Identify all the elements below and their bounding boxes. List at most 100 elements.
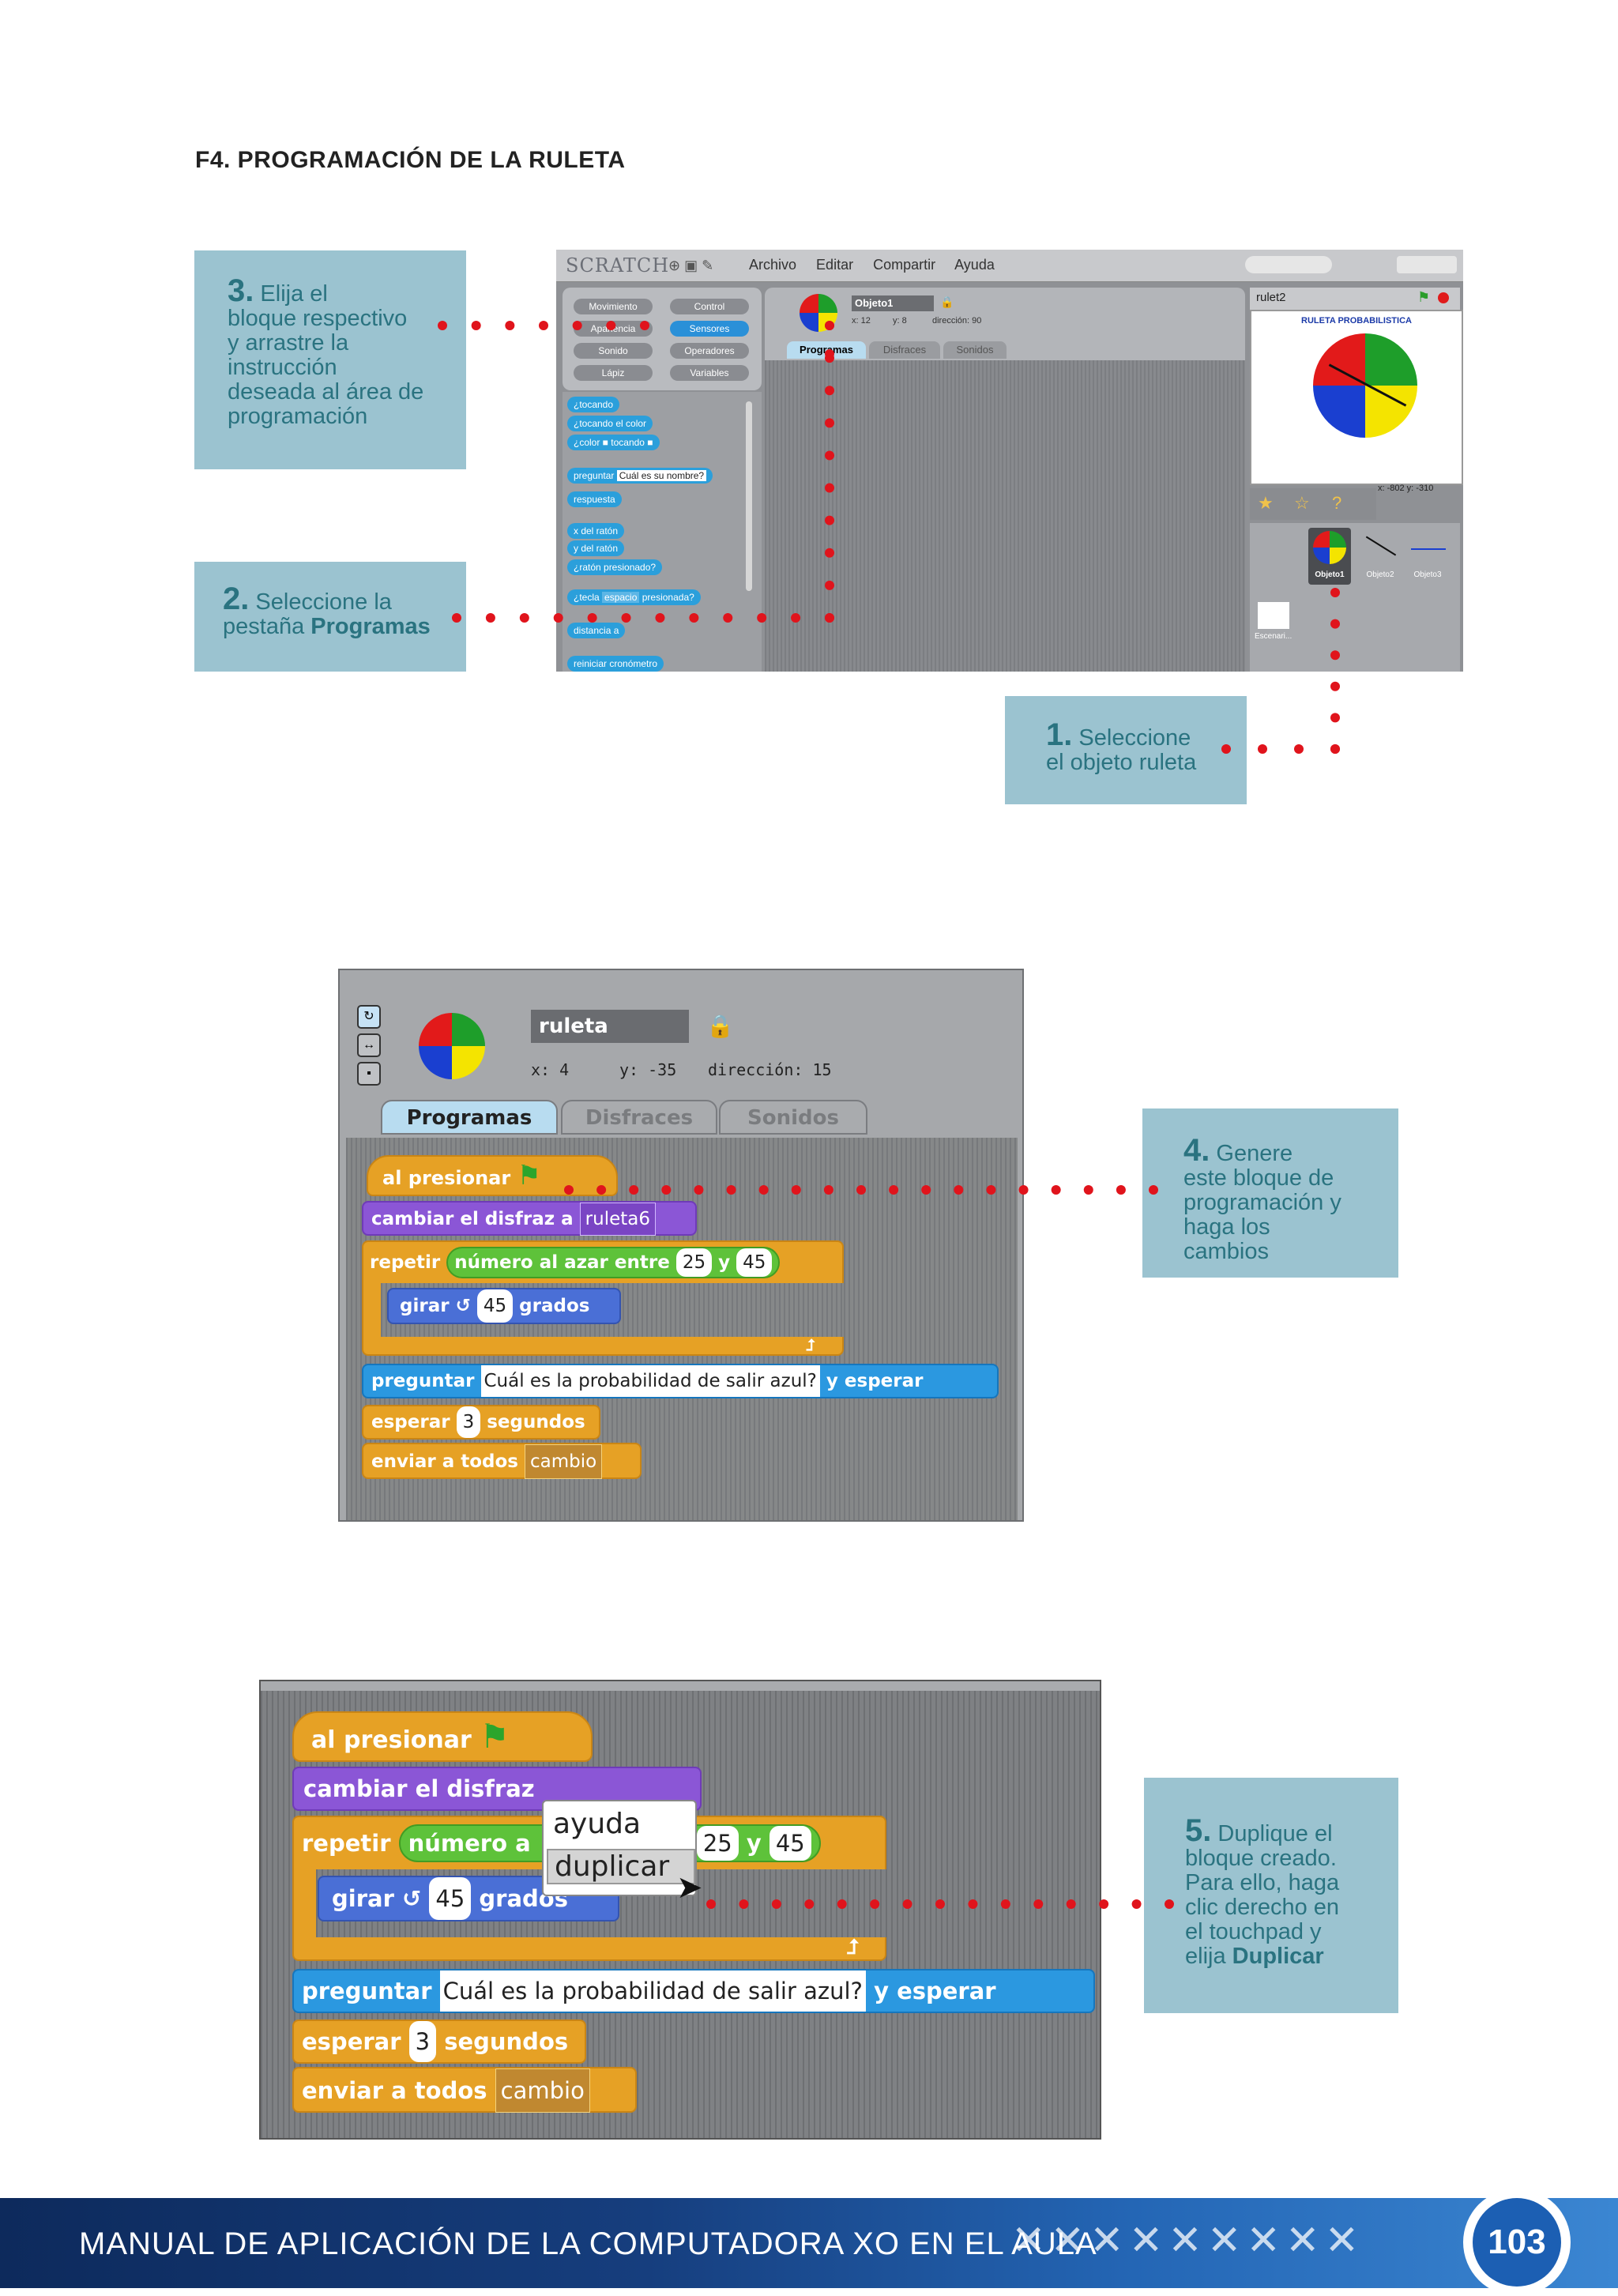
sprite-y: y: -35 <box>619 1060 677 1079</box>
menu-item-ayuda[interactable]: ayuda <box>553 1808 642 1840</box>
stage-project-name: rulet2 <box>1256 291 1286 304</box>
scripts-area[interactable] <box>765 360 1245 672</box>
stage[interactable]: RULETA PROBABILISTICA <box>1250 310 1463 485</box>
broadcast-dropdown[interactable]: cambio <box>495 2068 590 2113</box>
green-flag-icon: ⚑ <box>517 1160 542 1191</box>
category-sonido[interactable]: Sonido <box>574 343 653 359</box>
wait-seconds-input[interactable]: 3 <box>408 2021 437 2062</box>
view-mode-buttons[interactable] <box>1397 256 1457 273</box>
block-respuesta[interactable]: respuesta <box>567 491 622 507</box>
objeto2-label: Objeto2 <box>1366 570 1394 579</box>
costume-dropdown[interactable]: ruleta6 <box>579 1203 656 1236</box>
tab-sonidos[interactable]: Sonidos <box>943 341 1007 359</box>
no-rotate-icon[interactable]: ▪ <box>357 1062 381 1086</box>
wait-seconds-block[interactable]: esperar 3 segundos <box>292 2019 586 2064</box>
random-min[interactable]: 25 <box>675 1248 713 1277</box>
random-number-block[interactable]: número al azar entre 25 y 45 <box>446 1247 781 1278</box>
objeto1-thumbnail <box>1313 531 1346 564</box>
wait-seconds-block[interactable]: esperar 3 segundos <box>362 1405 600 1440</box>
broadcast-block[interactable]: enviar a todos cambio <box>362 1443 642 1479</box>
scripts-area[interactable]: al presionar ⚑ cambiar el disfraz a rule… <box>346 1138 1018 1520</box>
repeat-block[interactable]: repetir número al azar entre 25 y 45 gir… <box>362 1240 844 1356</box>
turn-degrees[interactable]: 45 <box>476 1289 514 1323</box>
rotate-icon[interactable]: ↻ <box>357 1005 381 1029</box>
callout-step-2: 2. Seleccione la pestaña Programas <box>194 562 466 672</box>
sprite-direction: dirección: 90 <box>932 316 982 326</box>
lock-icon[interactable]: 🔒 <box>706 1014 734 1038</box>
choose-sprite-icon[interactable]: ☆ <box>1294 493 1310 513</box>
wait-seconds-input[interactable]: 3 <box>456 1406 481 1438</box>
sprite-tile-objeto2[interactable]: Objeto2 <box>1359 528 1402 585</box>
paint-sprite-icon[interactable]: ★ <box>1258 493 1274 513</box>
footer-title: MANUAL DE APLICACIÓN DE LA COMPUTADORA X… <box>79 2226 1097 2261</box>
switch-costume-block[interactable]: cambiar el disfraz <box>292 1767 702 1811</box>
tab-disfraces[interactable]: Disfraces <box>561 1100 717 1135</box>
objeto3-label: Objeto3 <box>1413 570 1442 579</box>
block-x-raton[interactable]: x del ratón <box>567 523 625 539</box>
flip-icon[interactable]: ↔ <box>357 1033 381 1057</box>
tab-sonidos[interactable]: Sonidos <box>719 1100 867 1135</box>
tab-disfraces[interactable]: Disfraces <box>869 341 940 359</box>
block-y-raton[interactable]: y del ratón <box>567 540 625 556</box>
block-tocando[interactable]: ¿tocando <box>567 397 620 412</box>
palette-scrollbar[interactable] <box>746 401 752 591</box>
tab-programas[interactable]: Programas <box>381 1100 558 1135</box>
sprite-direction: dirección: 15 <box>708 1060 832 1079</box>
edit-tools[interactable] <box>1245 256 1332 273</box>
block-tecla-presionada[interactable]: ¿tecla espacio presionada? <box>567 589 701 605</box>
stop-icon[interactable] <box>1438 292 1449 303</box>
category-movimiento[interactable]: Movimiento <box>574 299 653 314</box>
random-max[interactable]: 45 <box>736 1248 773 1277</box>
rotate-left-icon: ↺ <box>455 1296 471 1316</box>
stage-thumbnail[interactable]: Escenari... <box>1255 602 1297 646</box>
block-reiniciar-cronometro[interactable]: reiniciar cronómetro <box>567 656 664 672</box>
toolbar-icons[interactable]: ⊕ ▣ ✎ <box>668 258 714 273</box>
when-flag-clicked-block[interactable]: al presionar ⚑ <box>292 1711 593 1762</box>
ask-and-wait-block[interactable]: preguntar Cuál es la probabilidad de sal… <box>292 1969 1095 2013</box>
connector-dot <box>1330 744 1340 754</box>
ruleta-script-screenshot: ↻ ↔ ▪ ruleta 🔒 x: 4 y: -35 dirección: 15… <box>338 969 1024 1522</box>
broadcast-block[interactable]: enviar a todos cambio <box>292 2067 637 2113</box>
rotation-style-buttons[interactable]: ↻ ↔ ▪ <box>357 1005 381 1086</box>
turn-left-block[interactable]: girar ↺ 45 grados <box>387 1288 621 1324</box>
ask-question-input[interactable]: Cuál es la probabilidad de salir azul? <box>480 1365 820 1397</box>
random-sprite-icon[interactable]: ? <box>1332 493 1342 513</box>
menu-item-duplicar[interactable]: duplicar <box>547 1849 695 1884</box>
category-control[interactable]: Control <box>670 299 749 314</box>
broadcast-dropdown[interactable]: cambio <box>525 1444 603 1479</box>
tab-programas[interactable]: Programas <box>787 341 866 359</box>
callout-step-4: 4. Genere este bloque de programación y … <box>1142 1108 1398 1278</box>
random-max[interactable]: 45 <box>769 1826 811 1861</box>
sprite-thumbnail[interactable] <box>419 1013 485 1079</box>
menu-compartir[interactable]: Compartir <box>873 257 936 273</box>
turn-degrees[interactable]: 45 <box>429 1877 472 1920</box>
switch-costume-block[interactable]: cambiar el disfraz a ruleta6 <box>362 1201 697 1236</box>
category-apariencia[interactable]: Apariencia <box>574 321 653 337</box>
ask-and-wait-block[interactable]: preguntar Cuál es la probabilidad de sal… <box>362 1364 999 1398</box>
menu-ayuda[interactable]: Ayuda <box>954 257 995 273</box>
connector-dot <box>1294 744 1304 754</box>
category-variables[interactable]: Variables <box>670 365 749 381</box>
menu-archivo[interactable]: Archivo <box>749 257 797 273</box>
green-flag-icon[interactable]: ⚑ <box>1417 289 1431 305</box>
sprite-tile-objeto3[interactable]: Objeto3 <box>1406 528 1449 585</box>
sprite-name-field[interactable]: Objeto1 <box>852 295 934 311</box>
menu-editar[interactable]: Editar <box>816 257 854 273</box>
connector-dot <box>505 321 515 330</box>
block-color-tocando[interactable]: ¿color ■ tocando ■ <box>567 435 660 450</box>
block-preguntar[interactable]: preguntar Cuál es su nombre? <box>567 468 713 484</box>
ask-question-input[interactable]: Cuál es la probabilidad de salir azul? <box>439 1970 866 2012</box>
lock-icon[interactable]: 🔒 <box>940 295 954 308</box>
when-flag-clicked-block[interactable]: al presionar ⚑ <box>367 1155 618 1196</box>
sprite-thumbnail[interactable] <box>800 294 837 332</box>
block-distancia[interactable]: distancia a <box>567 623 626 638</box>
duplicate-script-screenshot: al presionar ⚑ cambiar el disfraz repeti… <box>259 1680 1101 2140</box>
sprite-name-field[interactable]: ruleta <box>531 1010 689 1043</box>
category-sensores[interactable]: Sensores <box>670 321 749 337</box>
block-raton-presionado[interactable]: ¿ratón presionado? <box>567 559 663 575</box>
category-operadores[interactable]: Operadores <box>670 343 749 359</box>
random-min[interactable]: 25 <box>696 1826 739 1861</box>
sprite-tile-objeto1[interactable]: Objeto1 <box>1308 528 1351 585</box>
block-tocando-color[interactable]: ¿tocando el color <box>567 416 653 431</box>
category-lapiz[interactable]: Lápiz <box>574 365 653 381</box>
